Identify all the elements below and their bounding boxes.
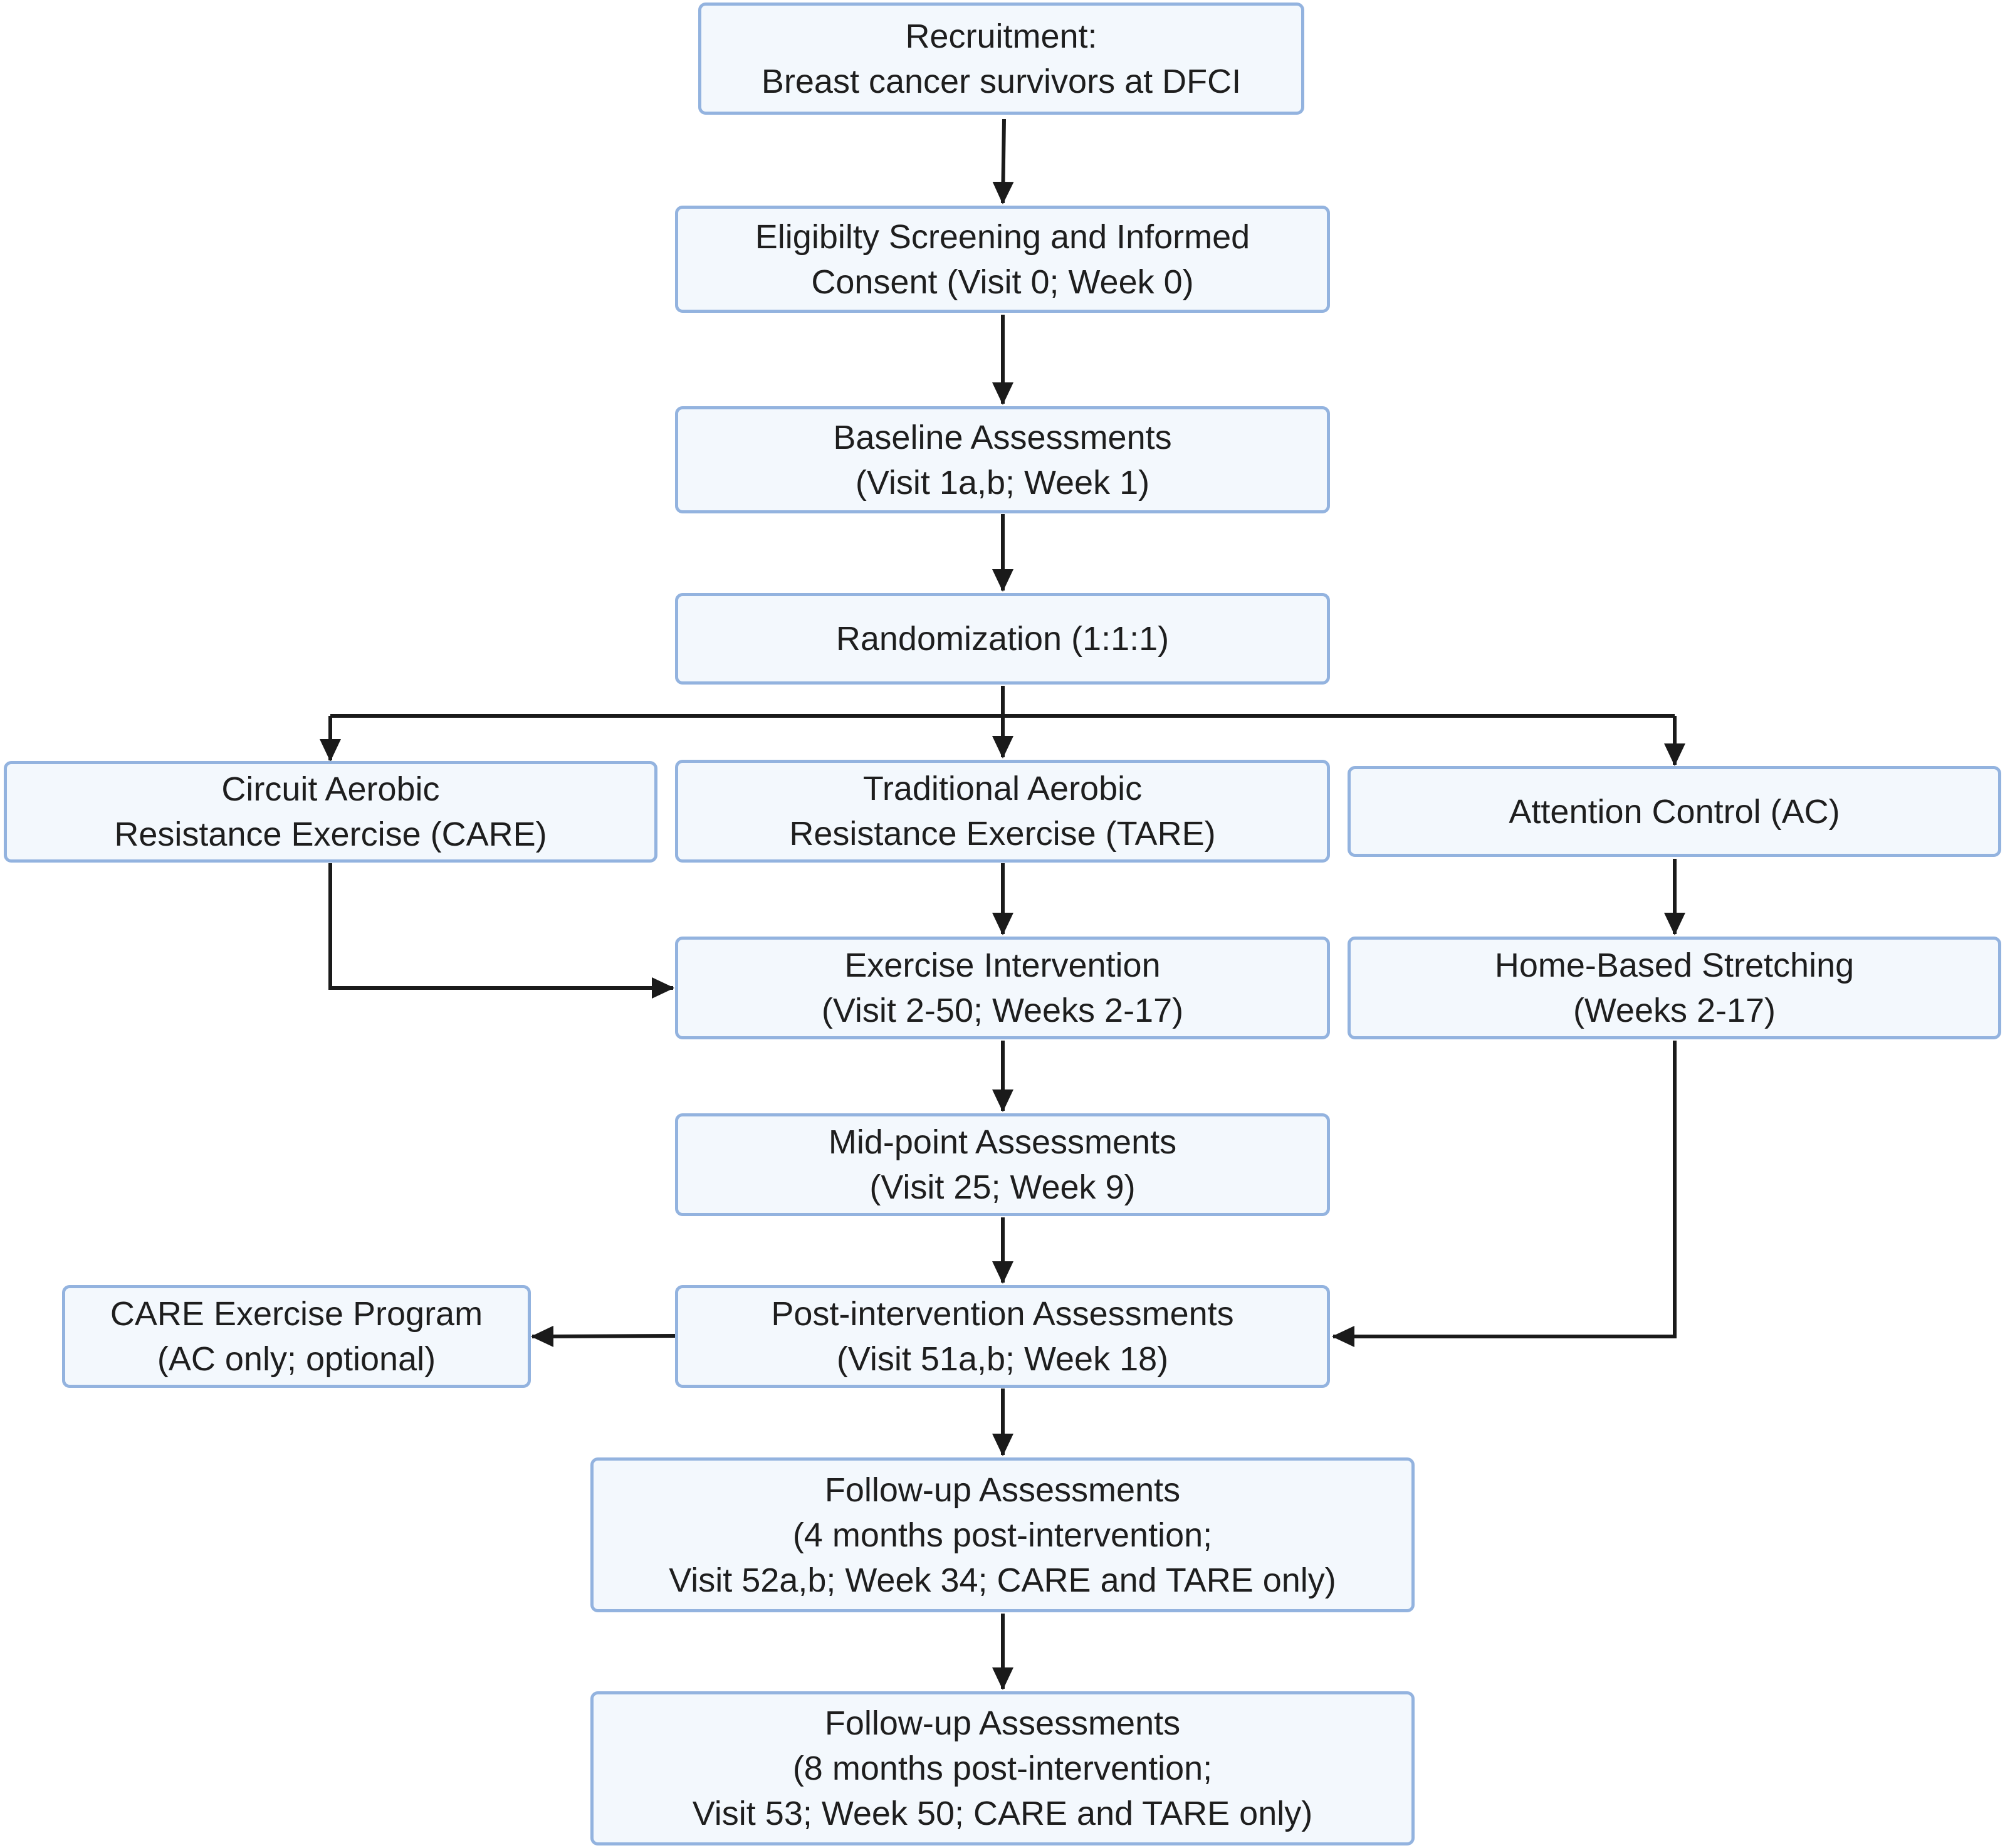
node-followup4-line-3: Visit 52a,b; Week 34; CARE and TARE only… bbox=[669, 1561, 1336, 1599]
node-followup8-line-1: Follow-up Assessments bbox=[824, 1704, 1181, 1742]
node-ac-line-1: Attention Control (AC) bbox=[1509, 792, 1840, 831]
node-care-program-line-2: (AC only; optional) bbox=[157, 1340, 436, 1378]
node-followup8-line-3: Visit 53; Week 50; CARE and TARE only) bbox=[692, 1795, 1313, 1832]
node-followup8: Follow-up Assessments (8 months post-int… bbox=[590, 1691, 1415, 1845]
node-tare-line-2: Resistance Exercise (TARE) bbox=[789, 815, 1216, 853]
node-recruitment-line-1: Recruitment: bbox=[905, 17, 1097, 55]
node-post: Post-intervention Assessments (Visit 51a… bbox=[675, 1285, 1330, 1388]
node-tare: Traditional Aerobic Resistance Exercise … bbox=[675, 760, 1330, 863]
node-randomization: Randomization (1:1:1) bbox=[675, 593, 1330, 685]
node-randomization-line-1: Randomization (1:1:1) bbox=[835, 620, 1170, 658]
node-exercise: Exercise Intervention (Visit 2-50; Weeks… bbox=[675, 937, 1330, 1039]
arrow-care-exercise bbox=[328, 863, 674, 999]
node-care: Circuit Aerobic Resistance Exercise (CAR… bbox=[4, 761, 657, 863]
node-eligibility: Eligibilty Screening and Informed Consen… bbox=[675, 206, 1330, 313]
node-tare-line-1: Traditional Aerobic bbox=[862, 770, 1143, 807]
node-stretching: Home-Based Stretching (Weeks 2-17) bbox=[1348, 937, 2001, 1039]
node-midpoint-line-1: Mid-point Assessments bbox=[828, 1123, 1177, 1161]
node-baseline-line-2: (Visit 1a,b; Week 1) bbox=[855, 463, 1150, 501]
node-baseline-line-1: Baseline Assessments bbox=[833, 418, 1172, 456]
node-followup4-line-1: Follow-up Assessments bbox=[824, 1471, 1181, 1509]
arrow-stretching-post bbox=[1332, 1041, 1677, 1347]
node-post-line-1: Post-intervention Assessments bbox=[771, 1295, 1234, 1333]
node-followup4: Follow-up Assessments (4 months post-int… bbox=[590, 1457, 1415, 1612]
node-eligibility-line-1: Eligibilty Screening and Informed bbox=[755, 218, 1250, 256]
node-recruitment: Recruitment: Breast cancer survivors at … bbox=[698, 3, 1304, 115]
node-exercise-line-1: Exercise Intervention bbox=[844, 947, 1161, 984]
node-followup4-line-2: (4 months post-intervention; bbox=[792, 1516, 1213, 1554]
node-midpoint-line-2: (Visit 25; Week 9) bbox=[869, 1168, 1136, 1206]
node-midpoint: Mid-point Assessments (Visit 25; Week 9) bbox=[675, 1113, 1330, 1216]
node-care-program: CARE Exercise Program (AC only; optional… bbox=[62, 1285, 531, 1388]
node-stretching-line-2: (Weeks 2-17) bbox=[1573, 992, 1776, 1029]
node-ac: Attention Control (AC) bbox=[1348, 766, 2001, 857]
node-care-line-1: Circuit Aerobic bbox=[221, 770, 440, 808]
arrow-recruitment-eligibility bbox=[992, 118, 1014, 204]
node-baseline: Baseline Assessments (Visit 1a,b; Week 1… bbox=[675, 406, 1330, 513]
node-exercise-line-2: (Visit 2-50; Weeks 2-17) bbox=[821, 992, 1184, 1029]
node-recruitment-line-2: Breast cancer survivors at DFCI bbox=[761, 62, 1242, 100]
node-care-line-2: Resistance Exercise (CARE) bbox=[114, 816, 547, 853]
node-care-program-line-1: CARE Exercise Program bbox=[110, 1295, 483, 1333]
node-followup8-line-2: (8 months post-intervention; bbox=[792, 1750, 1213, 1787]
node-post-line-2: (Visit 51a,b; Week 18) bbox=[836, 1340, 1169, 1378]
node-stretching-line-1: Home-Based Stretching bbox=[1494, 947, 1855, 984]
node-eligibility-line-2: Consent (Visit 0; Week 0) bbox=[811, 263, 1194, 301]
